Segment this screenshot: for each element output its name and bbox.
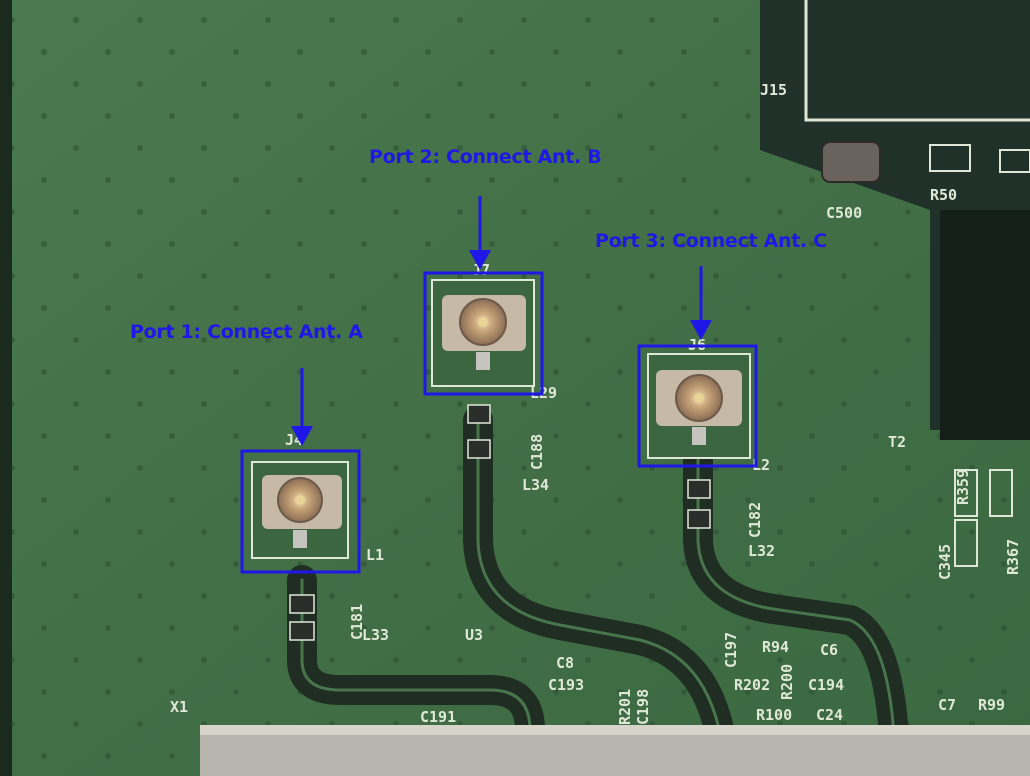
- silk-c8: C8: [556, 654, 574, 672]
- smd-components: [289, 404, 711, 641]
- silk-c181: C181: [348, 604, 366, 640]
- callout-port-2: Port 2: Connect Ant. B: [369, 146, 602, 168]
- silk-l34: L34: [522, 476, 549, 494]
- silk-c182: C182: [746, 502, 764, 538]
- edge-connector-lip: [200, 725, 1030, 735]
- pad-outline: [954, 469, 978, 517]
- down-arrow-icon: [291, 368, 313, 446]
- highlight-box-port-1: [240, 449, 361, 574]
- connector-j6: [647, 353, 751, 459]
- silk-c197: C197: [722, 632, 740, 668]
- silk-r50: R50: [930, 186, 957, 204]
- silk-r359: R359: [954, 469, 972, 505]
- down-arrow-icon: [690, 266, 712, 340]
- c500-capacitor: [821, 141, 881, 183]
- highlight-box-port-2: [423, 271, 544, 396]
- arrows: [291, 196, 712, 446]
- silk-l32: L32: [748, 542, 775, 560]
- silk-r367: R367: [1004, 539, 1022, 575]
- callout-port-3: Port 3: Connect Ant. C: [595, 230, 827, 252]
- pad-outline: [989, 469, 1013, 517]
- silk-l1: L1: [366, 546, 384, 564]
- highlight-box-port-3: [637, 344, 758, 468]
- board-left-edge: [0, 0, 12, 776]
- silk-c500: C500: [826, 204, 862, 222]
- silk-c188: C188: [528, 434, 546, 470]
- silk-r94: R94: [762, 638, 789, 656]
- highlight-boxes: [240, 271, 758, 574]
- down-arrow-icon: [469, 196, 491, 270]
- silk-r100: R100: [756, 706, 792, 724]
- pad-outline: [929, 144, 971, 172]
- connector-j4: [251, 461, 349, 559]
- callout-port-1: Port 1: Connect Ant. A: [130, 321, 363, 343]
- silk-r200: R200: [778, 664, 796, 700]
- silk-c6: C6: [820, 641, 838, 659]
- silk-r99: R99: [978, 696, 1005, 714]
- silk-c7: C7: [938, 696, 956, 714]
- connector-j7: [431, 279, 535, 387]
- silk-u3: U3: [465, 626, 483, 644]
- transformer-t2: [940, 210, 1030, 440]
- silkscreen-labels: J15 C500 R50 T2 J4 L1 C181 L33 U3 J7 L29…: [170, 81, 1022, 726]
- silk-r201: R201: [616, 689, 634, 725]
- silk-t2: T2: [888, 433, 906, 451]
- silk-l33: L33: [362, 626, 389, 644]
- silk-c193: C193: [548, 676, 584, 694]
- silk-c191: C191: [420, 708, 456, 726]
- silk-x1: X1: [170, 698, 188, 716]
- silk-c198: C198: [634, 689, 652, 725]
- silk-c24: C24: [816, 706, 843, 724]
- pad-outline: [954, 519, 978, 567]
- rf-traces: [287, 405, 910, 776]
- j15-outline: [804, 0, 1030, 122]
- silk-j15: J15: [760, 81, 787, 99]
- silk-l29: L29: [530, 384, 557, 402]
- silk-r202: R202: [734, 676, 770, 694]
- silk-c345: C345: [936, 544, 954, 580]
- silk-c194: C194: [808, 676, 844, 694]
- pad-outline: [999, 149, 1030, 173]
